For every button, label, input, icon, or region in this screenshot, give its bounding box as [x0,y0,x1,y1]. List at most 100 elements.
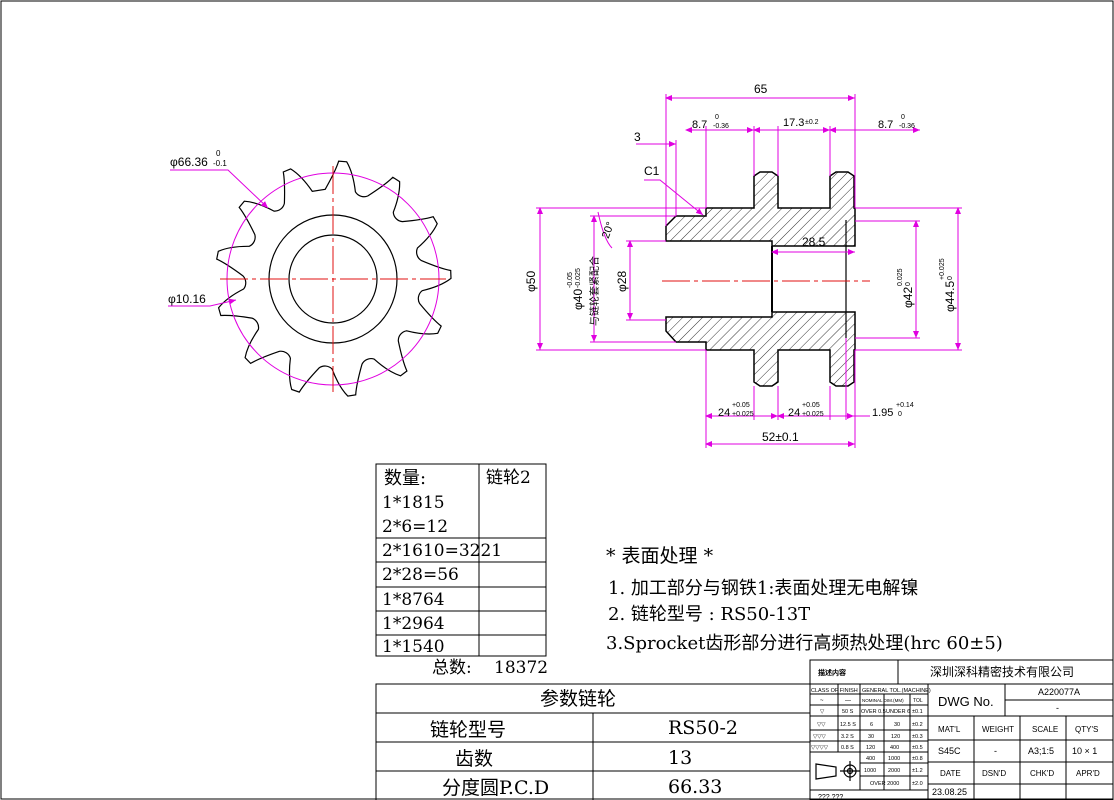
dim-fit-dia-group: φ40 -0.05 -0.025 [567,268,585,310]
dim-overall-length: 65 [754,82,768,96]
dim-outer-step-tol-upper: +0.025 [939,258,946,280]
roller-dia-leader [168,298,237,307]
tol-sub: — [845,698,851,704]
qty-row: 2*6=12 [382,517,448,537]
dim-tooth-offset-right-tol-upper: 0 [901,114,905,121]
tol-cell: 1000 [888,756,900,762]
dim-inner-dia-tol-upper: 0.025 [897,268,904,286]
dim-angle: 20° [600,220,617,240]
dim-tooth-offset-left: 8.7 [692,119,707,131]
tol-cell: ▽▽ [817,722,826,728]
tol-cell: ▽ [820,709,825,715]
dim-tooth-offset-right-tol-lower: -0.36 [899,123,915,130]
extension-lines [536,94,962,448]
dwg-no-label: DWG No. [938,694,994,709]
dim-inner-dia-tol-lower: 0 [905,282,912,286]
projection-symbol-icon [815,761,860,781]
tol-header-finish: CLASS OF FINISH [811,688,858,694]
tol-cell: 30 [868,734,874,740]
header-matl: MAT'L [938,725,961,734]
dim-outer-step-group: φ44.5 +0.025 0 [939,258,957,312]
dim-tooth-pitch: 17.3 [783,117,804,129]
sprocket-profile [216,160,452,397]
tol-cell: ▽▽▽ [813,734,826,740]
dim-width1: 24 [718,407,730,419]
dwg-sub: - [1056,703,1059,713]
header-date: DATE [940,769,961,778]
param-value: RS50-2 [668,717,738,739]
qty-row: 1*8764 [382,590,445,610]
sprocket-front-view: φ66.36 0 -0.1 φ10.16 [168,149,452,397]
dim-hub-dia: φ50 [524,271,538,292]
tol-cell: ±2.0 [912,781,923,787]
dim-inner-dia: φ42 [901,287,915,308]
section-body-bottom [665,311,856,387]
header-chkd: CHK'D [1030,769,1054,778]
note-item: 2. 链轮型号 : RS50-13T [608,604,810,625]
qty-total-value: 18372 [494,658,548,678]
header-dsnd: DSN'D [982,769,1006,778]
tol-header-general: GENERAL TOL.(MACHINE) [862,688,931,694]
dim-width2-tol-upper: +0.05 [802,402,820,409]
dimension-lines [537,95,961,447]
value-weight: - [994,746,997,756]
header-qty: QTY'S [1075,725,1098,734]
notes-title: * 表面处理 * [606,545,714,567]
tol-cell: 3.2 S [841,734,854,740]
section-body-top [665,171,856,247]
dim-outer-step-tol-lower: 0 [947,276,954,280]
dim-groove-tol-lower: 0 [898,411,902,418]
tol-sub: NOMINAL DIM.(MM) [862,698,904,703]
outer-dia-leader [170,169,269,209]
sprocket-section-view: 65 3 C1 8.7 0 -0.36 17.3 ±0.2 8.7 0 -0.3… [524,82,962,448]
note-item: 3.Sprocket齿形部分进行高频热处理(hrc 60±5) [606,633,1003,654]
parameter-table: 参数链轮 链轮型号 RS50-2 齿数 13 分度圆P.C.D 66.33 [375,683,811,800]
quantity-table: 数量: 链轮2 1*1815 2*6=12 2*1610=3221 2*28=5… [375,463,548,678]
tol-cell: 120 [866,745,875,751]
title-block: 描述内容 深圳深科精密技术有限公司 CLASS OF FINISH GENERA… [809,659,1114,800]
param-value: 66.33 [668,776,722,798]
tol-cell: ±0.8 [912,756,923,762]
dim-tooth-offset-right: 8.7 [878,119,893,131]
qty-row: 1*2964 [382,614,445,634]
param-label: 齿数 [455,748,493,770]
dim-width2-tol-lower: +0.025 [802,411,824,418]
qty-header-left: 数量: [384,468,426,489]
dim-outer-step-dia: φ44.5 [943,281,957,312]
dim-fit-dia-tol-lower: -0.025 [575,268,582,288]
dim-groove-tol-upper: +0.14 [896,402,914,409]
qty-header-right: 链轮2 [486,468,531,488]
dim-width1-tol-upper: +0.05 [732,402,750,409]
tol-cell: 0.8 S [841,745,854,751]
header-weight: WEIGHT [982,725,1014,734]
qty-row: 2*1610=3221 [382,541,502,561]
outer-dia-label: φ66.36 [170,155,208,169]
dim-fit-dia-tol-upper: -0.05 [567,272,574,288]
tol-cell: 400 [866,756,875,762]
dim-tooth-offset-left-tol-lower: -0.36 [713,123,729,130]
tol-rows: ▽ 50 S OVER 0.5 UNDER 6 ±0.1 ▽▽ 12.5 S 6… [811,709,923,787]
param-label: 分度圆P.C.D [442,777,549,799]
tol-cell: 400 [890,745,899,751]
value-material: S45C [938,746,961,756]
dim-inner-dia-group: φ42 0.025 0 [897,268,915,308]
header-aprd: APR'D [1076,769,1100,778]
bottom-marks: ??? ??? [818,794,843,800]
param-title: 参数链轮 [540,688,616,710]
outer-dia-tol-upper: 0 [216,149,221,158]
tol-cell: OVER 2000 [870,781,899,787]
tol-cell: 120 [891,734,900,740]
note-item: 1. 加工部分与钢铁1:表面处理无电解镍 [608,578,918,599]
tol-cell: OVER 0.5 [861,709,886,715]
tol-cell: ±0.2 [912,722,923,728]
dim-tooth-pitch-tol: ±0.2 [805,119,819,126]
dim-bore-depth: 28.5 [802,235,826,249]
tol-cell: ±1.2 [912,768,923,774]
value-scale: A3;1:5 [1028,746,1054,756]
dwg-no: A220077A [1038,687,1080,697]
qty-row: 1*1540 [382,637,445,657]
desc-label: 描述内容 [818,668,846,677]
tol-cell: 12.5 S [840,722,856,728]
tol-sub: TOL [913,698,923,704]
